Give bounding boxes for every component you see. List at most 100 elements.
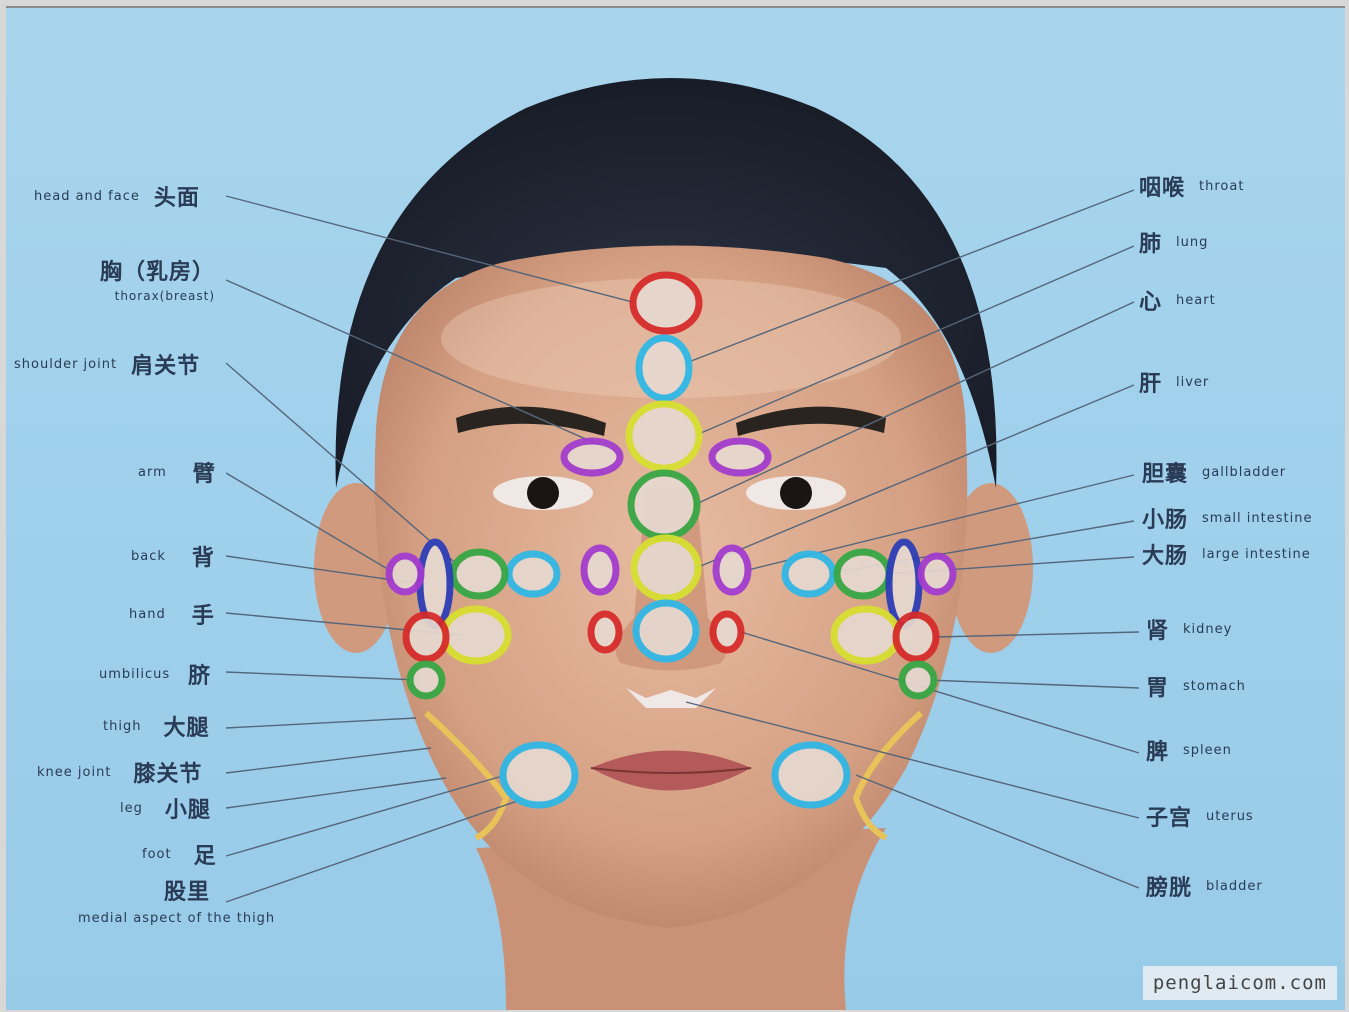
label-en: knee joint [37, 765, 111, 780]
label-cn: 大肠 [1142, 538, 1188, 570]
label-en: lung [1176, 235, 1208, 250]
label-cn: 胃 [1146, 670, 1169, 702]
leader-line [226, 718, 416, 728]
label-small-intestine: 小肠 small intestine [1142, 502, 1326, 534]
label-cn: 背 [192, 540, 215, 572]
marker-nose-left [591, 614, 619, 650]
watermark: penglaicom.com [1143, 966, 1337, 1000]
marker-lung [629, 404, 699, 468]
marker-liver [634, 538, 698, 598]
label-en: foot [142, 847, 172, 862]
marker-breast-right [712, 441, 768, 473]
label-arm: arm 臂 [138, 456, 216, 488]
label-en: gallbladder [1202, 465, 1286, 480]
label-en: thorax(breast) [100, 290, 215, 302]
marker-hand-left [444, 609, 508, 661]
label-cn: 咽喉 [1139, 170, 1185, 202]
label-en: back [131, 549, 166, 564]
label-kidney: 肾 kidney [1146, 613, 1246, 645]
marker-arm-left [389, 556, 421, 592]
label-cn: 大腿 [163, 710, 209, 742]
label-cn: 膀胱 [1146, 870, 1192, 902]
diagram-frame: head and face 头面 胸（乳房） thorax(breast) sh… [6, 6, 1345, 1010]
label-foot: foot 足 [142, 838, 217, 870]
label-stomach: 胃 stomach [1146, 670, 1260, 702]
label-en: medial aspect of the thigh [78, 912, 275, 925]
label-en: spleen [1183, 743, 1232, 758]
label-bladder: 膀胱 bladder [1146, 870, 1277, 902]
label-en: arm [138, 465, 167, 480]
label-thorax: 胸（乳房） thorax(breast) [100, 262, 215, 302]
marker-large-int-left [453, 552, 505, 596]
label-umbilicus: umbilicus 脐 [99, 658, 211, 690]
marker-breast-left [564, 441, 620, 473]
label-lung: 肺 lung [1139, 226, 1222, 258]
label-en: large intestine [1202, 547, 1311, 562]
leader-line [226, 672, 418, 680]
label-cn: 心 [1139, 284, 1162, 316]
label-back: back 背 [131, 540, 215, 572]
label-spleen: 脾 spleen [1146, 734, 1246, 766]
leader-line [226, 748, 431, 773]
label-cn: 膝关节 [133, 756, 202, 788]
label-cn: 臂 [193, 456, 216, 488]
label-en: uterus [1206, 809, 1254, 824]
label-en: stomach [1183, 679, 1246, 694]
label-en: throat [1199, 179, 1244, 194]
marker-umbilicus-left [410, 664, 442, 696]
label-en: leg [120, 801, 143, 816]
marker-nose-right [713, 614, 741, 650]
label-medial-thigh: 股里 medial aspect of the thigh [78, 882, 275, 925]
label-liver: 肝 liver [1139, 366, 1223, 398]
label-en: shoulder joint [14, 357, 117, 372]
marker-hand-right [834, 609, 898, 661]
label-cn: 手 [192, 598, 215, 630]
marker-throat [639, 338, 689, 398]
label-heart: 心 heart [1139, 284, 1230, 316]
leader-line [856, 775, 1139, 888]
marker-umbilicus-right [902, 664, 934, 696]
label-cn: 头面 [154, 180, 200, 212]
label-cn: 胆囊 [1142, 456, 1188, 488]
label-cn: 股里 [164, 882, 275, 904]
marker-foot-right [775, 745, 847, 805]
label-cn: 肝 [1139, 366, 1162, 398]
marker-back-left [406, 615, 446, 659]
label-cn: 肾 [1146, 613, 1169, 645]
label-knee-joint: knee joint 膝关节 [37, 756, 202, 788]
label-cn: 胸（乳房） [100, 262, 215, 284]
label-en: liver [1176, 375, 1209, 390]
label-cn: 肩关节 [131, 348, 200, 380]
label-cn: 子宫 [1146, 800, 1192, 832]
label-large-intestine: 大肠 large intestine [1142, 538, 1325, 570]
leader-line [926, 680, 1139, 688]
marker-large-int-right [837, 552, 889, 596]
leader-line [226, 778, 446, 808]
label-en: heart [1176, 293, 1216, 308]
marker-kidney-center [636, 603, 696, 659]
label-en: kidney [1183, 622, 1232, 637]
marker-gallbladder-right [716, 548, 748, 592]
marker-head [633, 275, 699, 331]
label-cn: 足 [194, 838, 217, 870]
label-hand: hand 手 [129, 598, 215, 630]
marker-small-int-right [785, 554, 833, 594]
label-en: small intestine [1202, 511, 1312, 526]
label-shoulder-joint: shoulder joint 肩关节 [14, 348, 200, 380]
label-cn: 脐 [188, 658, 211, 690]
label-cn: 脾 [1146, 734, 1169, 766]
label-thigh: thigh 大腿 [103, 710, 209, 742]
marker-gallbladder-left [584, 548, 616, 592]
label-en: umbilicus [99, 667, 170, 682]
label-throat: 咽喉 throat [1139, 170, 1258, 202]
label-cn: 小肠 [1142, 502, 1188, 534]
marker-back-right [896, 615, 936, 659]
marker-heart [631, 473, 697, 537]
label-gallbladder: 胆囊 gallbladder [1142, 456, 1300, 488]
marker-foot-left [503, 745, 575, 805]
label-en: head and face [34, 189, 140, 204]
label-en: thigh [103, 719, 141, 734]
label-en: hand [129, 607, 166, 622]
label-cn: 小腿 [165, 792, 211, 824]
label-uterus: 子宫 uterus [1146, 800, 1268, 832]
